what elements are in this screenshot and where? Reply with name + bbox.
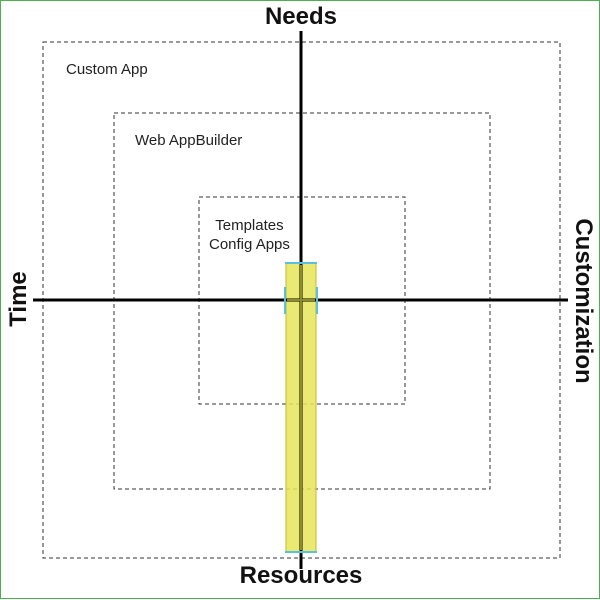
config-apps-label-line: Config Apps bbox=[209, 236, 290, 253]
web-appbuilder-label: Web AppBuilder bbox=[135, 132, 243, 149]
custom-app-label: Custom App bbox=[66, 61, 148, 78]
customization-axis-label: Customization bbox=[570, 218, 597, 384]
time-axis-label: Time bbox=[5, 271, 32, 327]
templates-config-apps-label: Templates Config Apps bbox=[209, 216, 290, 254]
needs-axis-label: Needs bbox=[264, 3, 338, 30]
resources-axis-label: Resources bbox=[239, 562, 363, 589]
templates-label-line: Templates bbox=[215, 217, 284, 234]
